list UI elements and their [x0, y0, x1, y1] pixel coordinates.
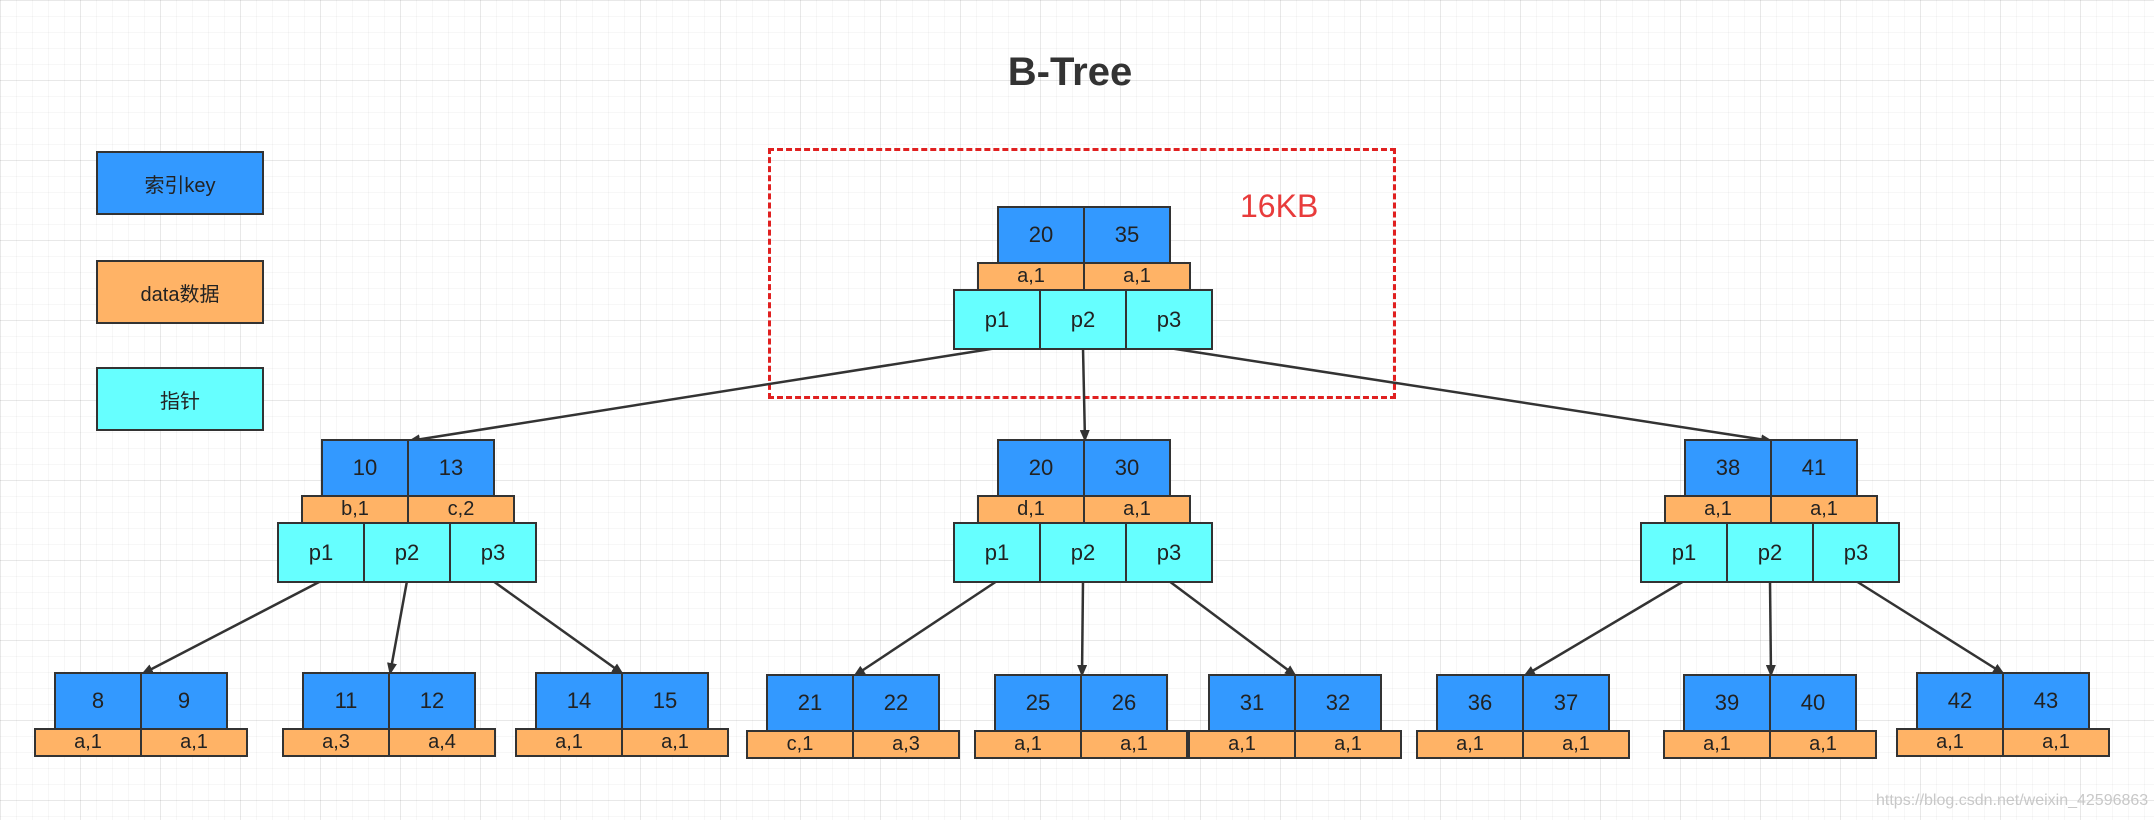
- node-pointer: p3: [1125, 522, 1213, 583]
- node-pointer: p1: [953, 522, 1041, 583]
- node-key: 8: [54, 672, 142, 730]
- edge-n-middle-to-leaf-6: [1168, 579, 1297, 678]
- node-data: c,2: [407, 495, 515, 524]
- node-key: 12: [388, 672, 476, 730]
- node-key: 14: [535, 672, 623, 730]
- legend-item-ptr: 指针: [96, 367, 264, 431]
- node-data: a,1: [2002, 728, 2110, 757]
- node-data: a,1: [1770, 495, 1878, 524]
- node-data: a,1: [34, 728, 142, 757]
- node-data: a,1: [974, 730, 1082, 759]
- watermark: https://blog.csdn.net/weixin_42596863: [1876, 792, 2149, 809]
- node-data: a,1: [1080, 730, 1188, 759]
- node-data: a,1: [1294, 730, 1402, 759]
- node-data: a,1: [515, 728, 623, 757]
- node-key: 32: [1294, 674, 1382, 732]
- node-data: a,1: [1664, 495, 1772, 524]
- node-data: a,1: [621, 728, 729, 757]
- node-data: a,1: [1663, 730, 1771, 759]
- node-data: b,1: [301, 495, 409, 524]
- node-key: 43: [2002, 672, 2090, 730]
- node-key: 20: [997, 439, 1085, 497]
- node-key: 10: [321, 439, 409, 497]
- edge-n-middle-to-leaf-4: [853, 579, 998, 678]
- node-pointer: p3: [1125, 289, 1213, 350]
- node-data: a,1: [140, 728, 248, 757]
- legend-item-key: 索引key: [96, 151, 264, 215]
- node-pointer: p3: [449, 522, 537, 583]
- edge-n-right-to-leaf-8: [1765, 580, 1776, 677]
- node-key: 9: [140, 672, 228, 730]
- page-region-outline: [768, 148, 1396, 399]
- node-data: a,1: [1769, 730, 1877, 759]
- node-key: 42: [1916, 672, 2004, 730]
- node-data: a,1: [1083, 495, 1191, 524]
- edge-n-left-to-leaf-1: [141, 579, 322, 676]
- node-data: a,3: [282, 728, 390, 757]
- node-key: 41: [1770, 439, 1858, 497]
- edge-n-left-to-leaf-3: [492, 579, 624, 676]
- node-data: a,1: [977, 262, 1085, 291]
- edge-n-right-to-leaf-7: [1523, 579, 1685, 678]
- node-pointer: p2: [1039, 522, 1127, 583]
- node-data: a,1: [1416, 730, 1524, 759]
- node-key: 38: [1684, 439, 1772, 497]
- node-pointer: p3: [1812, 522, 1900, 583]
- edge-root-to-n-left: [408, 346, 998, 445]
- node-data: a,1: [1522, 730, 1630, 759]
- node-pointer: p1: [277, 522, 365, 583]
- node-data: d,1: [977, 495, 1085, 524]
- node-key: 21: [766, 674, 854, 732]
- node-data: a,1: [1896, 728, 2004, 757]
- node-key: 39: [1683, 674, 1771, 732]
- node-key: 11: [302, 672, 390, 730]
- node-key: 13: [407, 439, 495, 497]
- edge-root-to-n-middle: [1079, 347, 1090, 442]
- node-pointer: p2: [1726, 522, 1814, 583]
- diagram-title: B-Tree: [1007, 50, 1133, 94]
- node-data: a,1: [1188, 730, 1296, 759]
- node-data: a,1: [1083, 262, 1191, 291]
- node-key: 15: [621, 672, 709, 730]
- node-key: 22: [852, 674, 940, 732]
- edge-n-left-to-leaf-2: [387, 580, 409, 675]
- edge-n-right-to-leaf-9: [1855, 579, 2005, 676]
- node-key: 36: [1436, 674, 1524, 732]
- legend-item-data: data数据: [96, 260, 264, 324]
- node-key: 35: [1083, 206, 1171, 264]
- node-pointer: p2: [363, 522, 451, 583]
- node-key: 40: [1769, 674, 1857, 732]
- node-key: 30: [1083, 439, 1171, 497]
- node-pointer: p2: [1039, 289, 1127, 350]
- node-data: a,3: [852, 730, 960, 759]
- node-key: 31: [1208, 674, 1296, 732]
- node-key: 20: [997, 206, 1085, 264]
- node-key: 37: [1522, 674, 1610, 732]
- node-data: c,1: [746, 730, 854, 759]
- node-pointer: p1: [1640, 522, 1728, 583]
- node-key: 26: [1080, 674, 1168, 732]
- node-key: 25: [994, 674, 1082, 732]
- page-size-label: 16KB: [1240, 188, 1319, 224]
- edge-root-to-n-right: [1168, 346, 1773, 445]
- node-data: a,4: [388, 728, 496, 757]
- node-pointer: p1: [953, 289, 1041, 350]
- edge-n-middle-to-leaf-5: [1077, 580, 1088, 677]
